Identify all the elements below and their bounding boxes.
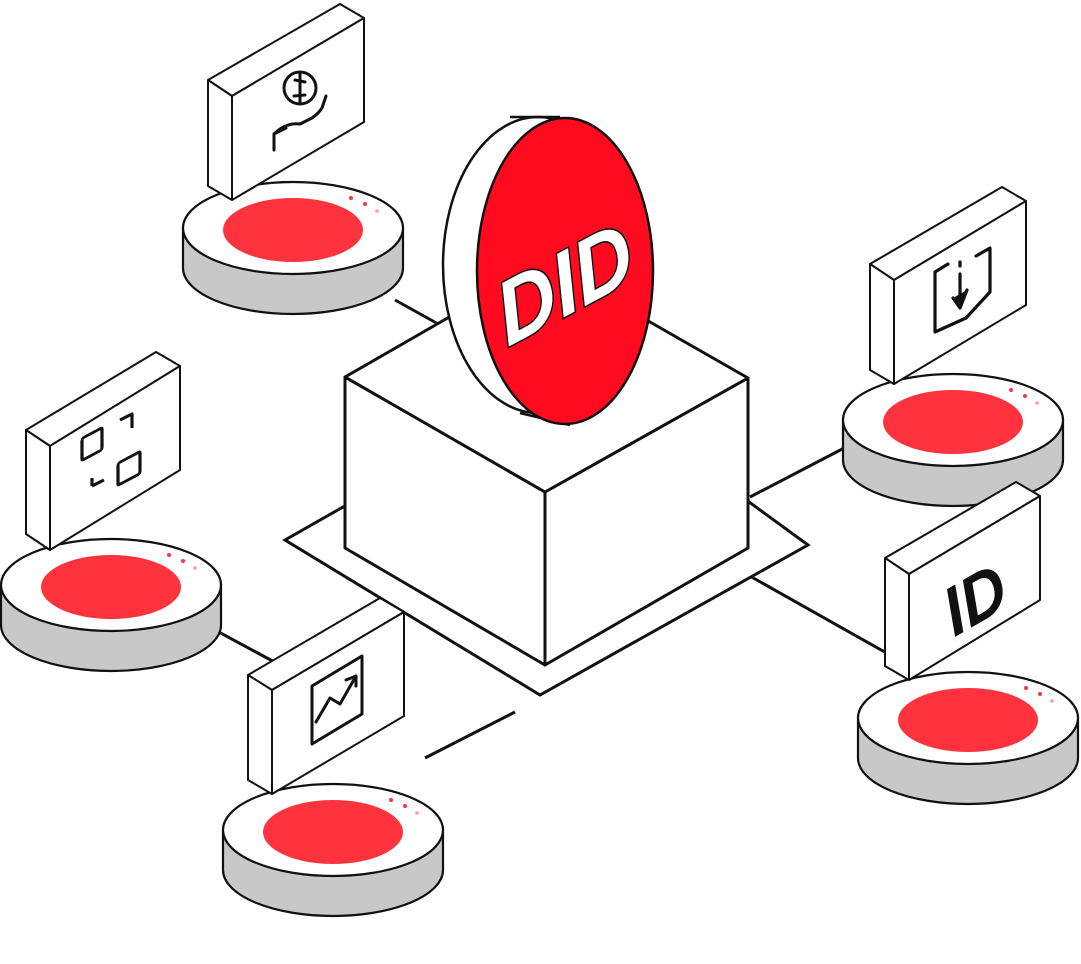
line-to-download: [749, 444, 849, 499]
node-download: [841, 186, 1065, 508]
line-to-identity: [747, 573, 891, 657]
node-identity: ID: [856, 481, 1080, 806]
hand-dollar-icon: [272, 70, 328, 152]
line-to-payment: [394, 298, 441, 327]
connection-lines: [214, 298, 891, 760]
node-payment: [181, 3, 405, 316]
apps-grid-icon: [80, 412, 142, 488]
line-to-growth: [424, 710, 516, 760]
node-apps: [0, 351, 223, 673]
did-coin: DID: [441, 115, 655, 427]
trending-up-chart-icon: [310, 654, 364, 746]
node-growth: [221, 597, 445, 918]
line-to-apps: [214, 628, 281, 667]
download-info-icon: [933, 246, 992, 334]
